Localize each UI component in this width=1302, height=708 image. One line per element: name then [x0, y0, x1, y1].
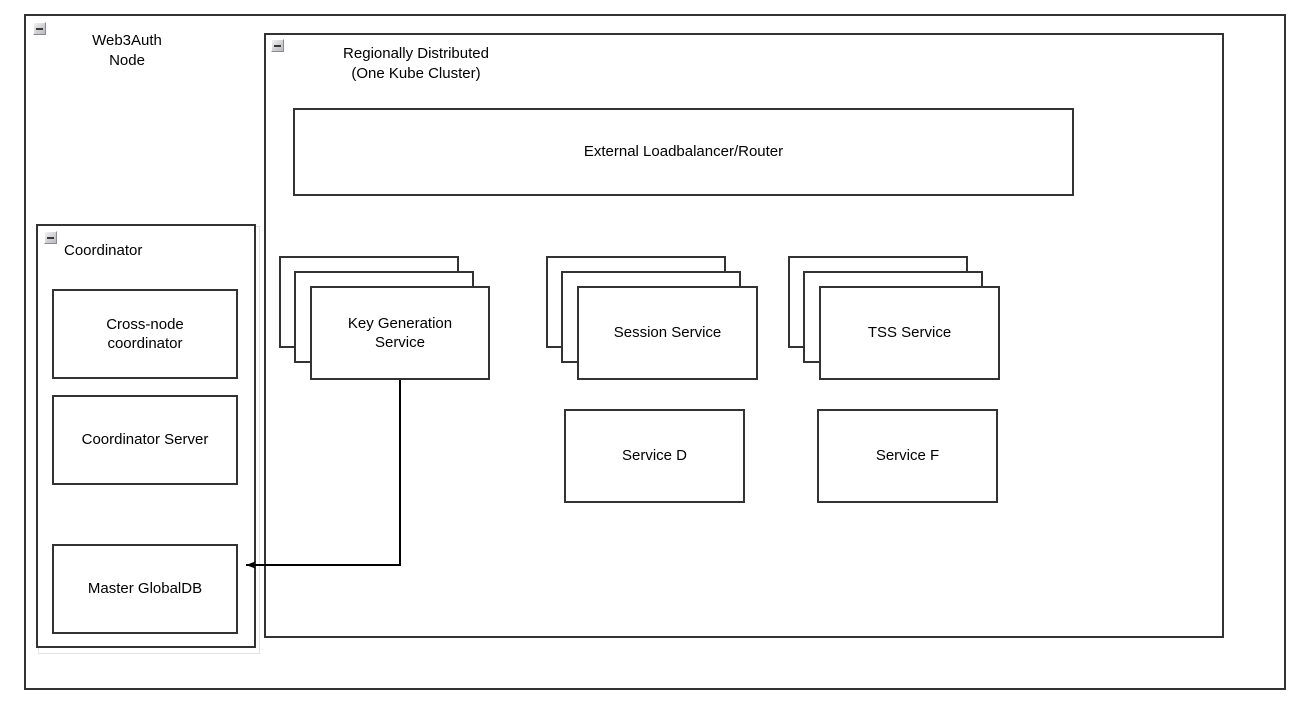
session-service-stack[interactable]: Session Service: [546, 256, 758, 380]
coordinator-server-box[interactable]: Coordinator Server: [52, 395, 238, 485]
tss-service-label: TSS Service: [867, 324, 952, 342]
external-loadbalancer-label: External Loadbalancer/Router: [583, 143, 784, 161]
session-service-layer-front[interactable]: Session Service: [577, 286, 758, 380]
service-d-label: Service D: [621, 447, 688, 465]
service-f-box[interactable]: Service F: [817, 409, 998, 503]
session-service-label: Session Service: [613, 324, 722, 342]
key-generation-service-label: Key Generation Service: [347, 314, 453, 351]
tss-service-layer-front[interactable]: TSS Service: [819, 286, 1000, 380]
cross-node-coordinator-box[interactable]: Cross-node coordinator: [52, 289, 238, 379]
coordinator-title: Coordinator: [64, 242, 143, 259]
cross-node-coordinator-label: Cross-node coordinator: [106, 315, 184, 352]
web3auth-node-collapse-icon[interactable]: [33, 22, 46, 35]
regionally-distributed-title: Regionally Distributed (One Kube Cluster…: [343, 45, 489, 82]
web3auth-node-title: Web3Auth Node: [92, 32, 162, 69]
service-d-box[interactable]: Service D: [564, 409, 745, 503]
master-globaldb-box[interactable]: Master GlobalDB: [52, 544, 238, 634]
service-f-label: Service F: [875, 447, 940, 465]
key-generation-service-layer-front[interactable]: Key Generation Service: [310, 286, 490, 380]
coordinator-server-label: Coordinator Server: [81, 431, 209, 449]
coordinator-collapse-icon[interactable]: [44, 231, 57, 244]
external-loadbalancer-box[interactable]: External Loadbalancer/Router: [293, 108, 1074, 196]
key-generation-service-stack[interactable]: Key Generation Service: [279, 256, 491, 380]
master-globaldb-label: Master GlobalDB: [87, 580, 203, 598]
tss-service-stack[interactable]: TSS Service: [788, 256, 1000, 380]
regionally-distributed-collapse-icon[interactable]: [271, 39, 284, 52]
